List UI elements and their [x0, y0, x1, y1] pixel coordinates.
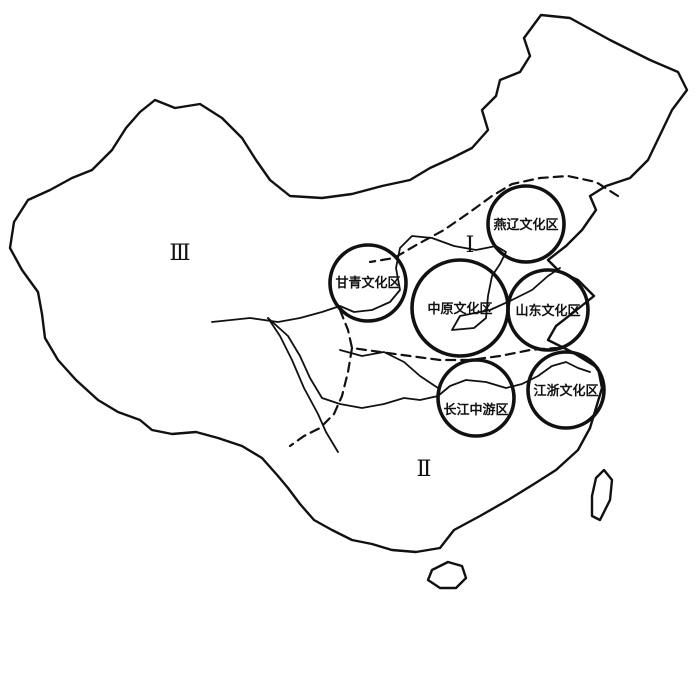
region-label-III: Ⅲ	[169, 241, 190, 266]
taiwan-outline	[590, 468, 614, 522]
boundary-north-south	[338, 308, 558, 362]
zone-label-yanliao: 燕辽文化区	[493, 217, 558, 233]
country-outline	[8, 13, 689, 554]
ring-ganqing	[328, 243, 408, 323]
ring-changjiang	[436, 358, 516, 438]
jinsha-river	[267, 317, 339, 453]
ring-shandong	[506, 268, 590, 352]
ring-jiangzhe	[526, 350, 606, 430]
region-label-I: Ⅰ	[466, 233, 475, 258]
han-river	[339, 349, 439, 389]
zone-label-shandong: 山东文化区	[515, 303, 580, 319]
region-label-II: Ⅱ	[417, 457, 432, 482]
zone-label-jiangzhe: 江浙文化区	[533, 383, 598, 399]
ring-yanliao	[486, 184, 566, 264]
zone-label-ganqing: 甘青文化区	[335, 275, 400, 291]
boundary-north-west	[368, 174, 620, 264]
hainan-outline	[426, 560, 468, 590]
zone-label-zhongyuan: 中原文化区	[427, 301, 492, 317]
boundary-south-west	[288, 346, 354, 448]
zone-label-changjiang: 长江中游区	[443, 402, 508, 418]
